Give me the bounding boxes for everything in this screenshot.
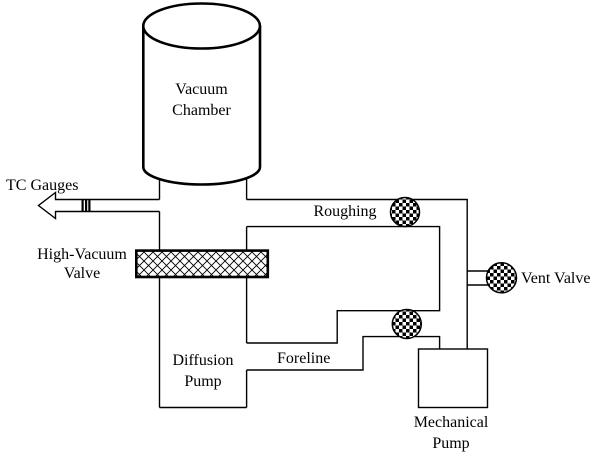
vent-valve-icon [485,262,518,294]
tc-gauge-arrow-icon [37,191,160,220]
roughing-pipe [246,198,468,349]
diffusion-pump-column-outline [158,167,248,409]
tc-feedthrough-stripes-icon [81,199,91,212]
high-vacuum-valve-label: High-Vacuum Valve [37,246,127,282]
mechanical-pump-box [417,348,489,409]
foreline-valve-icon [391,308,423,340]
vent-pipe [467,270,489,286]
vacuum-chamber-body [142,26,262,186]
vacuum-chamber-label: Vacuum Chamber [172,81,231,119]
foreline-label: Foreline [277,350,331,367]
foreline-pipe [246,335,441,371]
diffusion-pump-label: Diffusion Pump [172,352,234,390]
high-vacuum-valve-icon [135,249,270,279]
roughing-label: Roughing [313,203,377,220]
mechanical-pump-label: Mechanical Pump [413,414,489,452]
tc-gauges-label: TC Gauges [6,177,79,194]
vent-valve-label: Vent Valve [521,270,591,287]
roughing-valve-icon [389,196,421,228]
vacuum-chamber-lid [141,2,262,50]
